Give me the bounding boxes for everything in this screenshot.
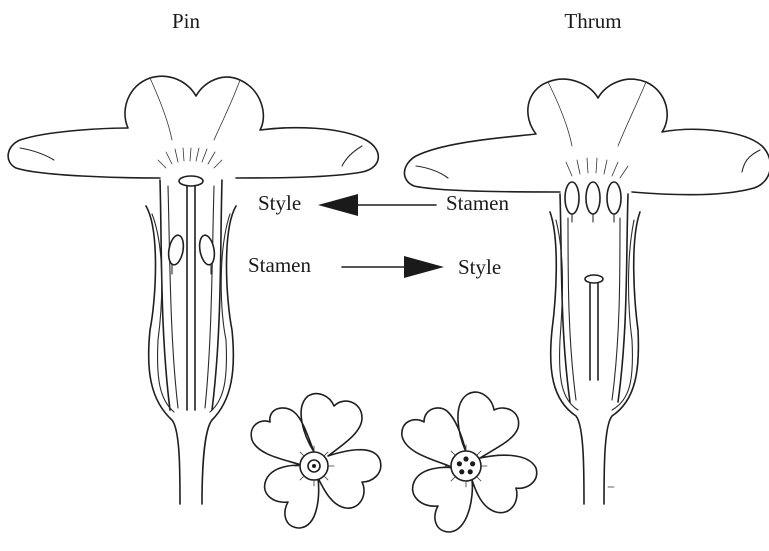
- arrow-stamen-to-style-upper: Style Stamen: [258, 191, 509, 216]
- pin-title: Pin: [172, 9, 201, 33]
- thrum-stamen-2: [586, 182, 600, 214]
- label-style-lower: Style: [458, 255, 501, 279]
- thrum-calyx: [550, 212, 584, 504]
- label-style-upper: Style: [258, 191, 301, 215]
- pin-throat-marks: [158, 148, 222, 168]
- arrow-head-right: [404, 256, 444, 278]
- thrum-stamen-3: [607, 182, 621, 214]
- pin-face-view: [251, 394, 381, 528]
- pin-corolla: [8, 76, 378, 178]
- thrum-stigma: [585, 275, 603, 283]
- label-stamen-lower: Stamen: [248, 253, 311, 277]
- thrum-throat-marks: [566, 158, 628, 178]
- arrow-head-left: [318, 194, 358, 216]
- thrum-title: Thrum: [564, 9, 621, 33]
- pin-stamen-right: [198, 234, 217, 266]
- label-stamen-upper: Stamen: [446, 191, 509, 215]
- thrum-corolla: [404, 79, 769, 194]
- pin-stigma: [179, 176, 203, 186]
- arrow-stamen-to-style-lower: Stamen Style: [248, 253, 501, 279]
- thrum-stamen-1: [565, 182, 579, 214]
- thrum-face-view: [402, 392, 537, 532]
